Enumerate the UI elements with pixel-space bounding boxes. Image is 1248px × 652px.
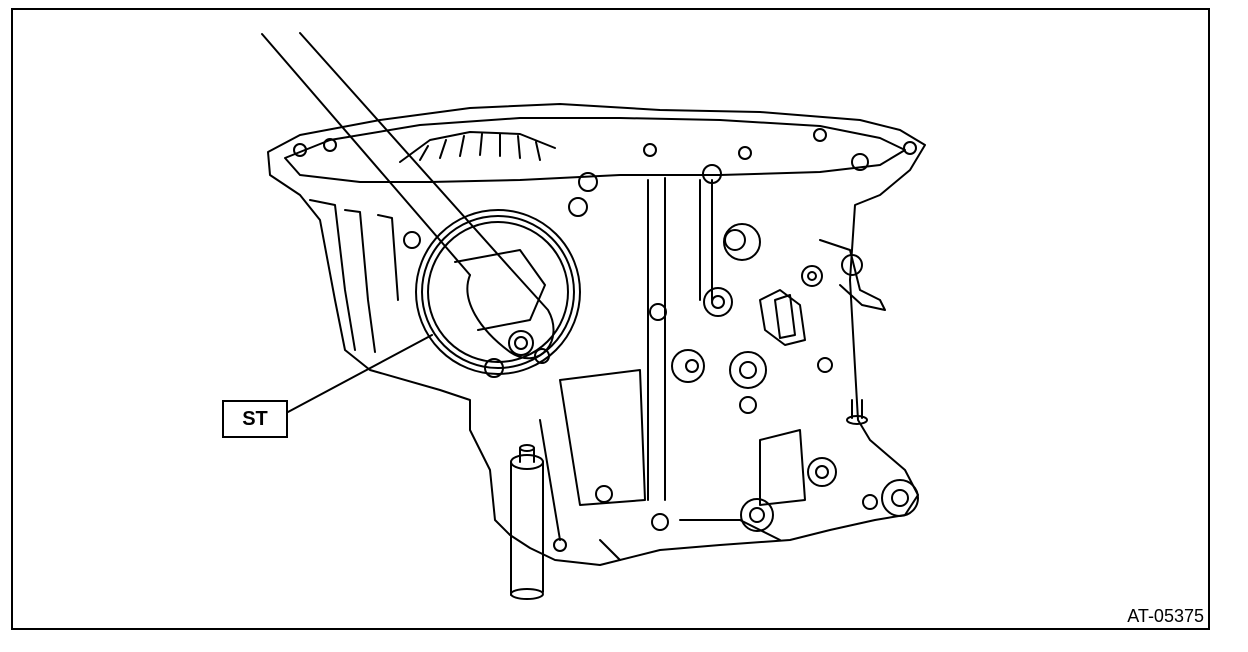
installer-tool bbox=[261, 32, 555, 378]
transmission-case bbox=[267, 103, 926, 566]
callout-leader-line bbox=[287, 334, 433, 413]
oil-seal-bore bbox=[415, 209, 581, 375]
figure-id-label: AT-05375 bbox=[1127, 606, 1204, 626]
special-tool-callout: ST bbox=[222, 400, 288, 438]
figure-frame bbox=[11, 8, 1210, 630]
output-shaft bbox=[510, 444, 544, 600]
